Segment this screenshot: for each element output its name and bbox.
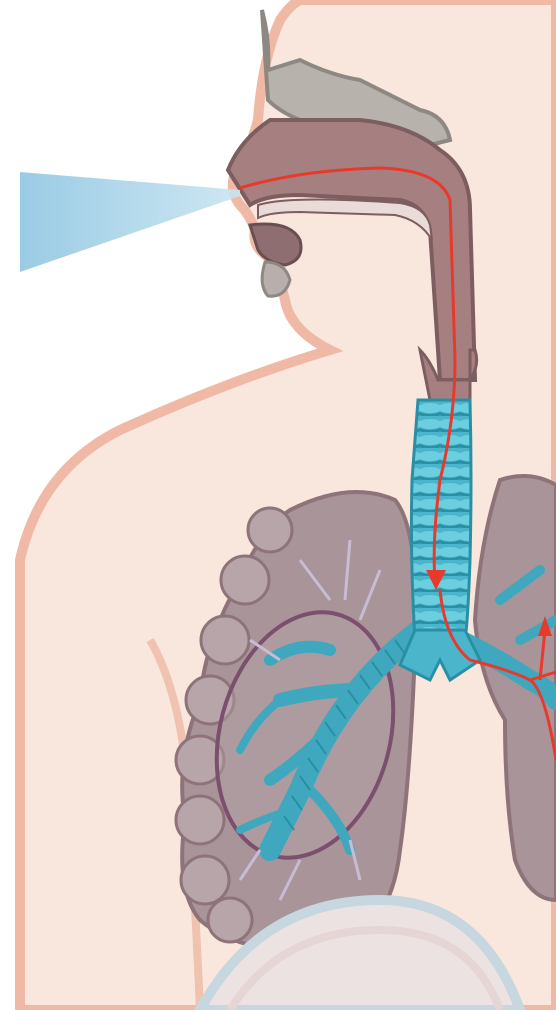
illustration-canvas [0,0,556,1010]
respiratory-illustration [0,0,556,1010]
